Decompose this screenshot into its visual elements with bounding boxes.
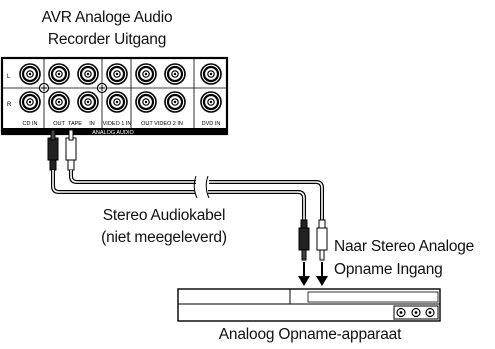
avr-title-line2: Recorder Uitgang bbox=[47, 31, 167, 48]
avr-rear-panel: ANALOG AUDIO L R CD IN OUT TAPE IN VIDEO… bbox=[0, 56, 229, 136]
down-arrow-icon bbox=[316, 262, 328, 286]
input-label-line1: Naar Stereo Analoge bbox=[334, 238, 475, 255]
plug-avr-right bbox=[65, 129, 77, 171]
jack-label-video1-in: VIDEO 1 IN bbox=[103, 121, 132, 127]
rca-jack bbox=[135, 91, 157, 113]
plug-avr-left bbox=[47, 129, 59, 171]
plug-recorder-right bbox=[316, 219, 328, 261]
rca-jack bbox=[200, 63, 222, 85]
cable-label-line2: (niet meegeleverd) bbox=[101, 229, 227, 246]
rca-jack bbox=[164, 63, 186, 85]
rca-jack bbox=[135, 63, 157, 85]
cable-label-line1: Stereo Audiokabel bbox=[102, 207, 226, 224]
ground-screw-icon bbox=[38, 82, 50, 94]
row-label-right: R bbox=[7, 102, 12, 108]
recorder-label: Analoog Opname-apparaat bbox=[218, 326, 402, 343]
rca-jack bbox=[164, 91, 186, 113]
rca-jack bbox=[106, 63, 128, 85]
jack-label-out: OUT bbox=[53, 121, 65, 127]
rca-jack bbox=[19, 91, 41, 113]
input-label-line2: Opname Ingang bbox=[334, 261, 443, 278]
row-label-left: L bbox=[7, 74, 11, 80]
recorder-jack bbox=[396, 307, 406, 318]
rca-jack bbox=[77, 63, 99, 85]
rca-jack bbox=[200, 91, 222, 113]
recorder-jack bbox=[425, 307, 435, 318]
stereo-audio-cable bbox=[47, 129, 328, 286]
rca-jack bbox=[77, 91, 99, 113]
analog-audio-bar-label: ANALOG AUDIO bbox=[92, 130, 134, 136]
rca-jack bbox=[48, 63, 70, 85]
jack-label-video2: OUT VIDEO 2 IN bbox=[141, 121, 183, 127]
avr-title-line1: AVR Analoge Audio bbox=[41, 9, 173, 26]
rca-jack bbox=[106, 91, 128, 113]
rca-jack bbox=[19, 63, 41, 85]
ground-screw-icon bbox=[96, 82, 108, 94]
rca-jacks bbox=[19, 63, 222, 113]
analog-recorder-device bbox=[177, 288, 441, 322]
jack-label-dvd-in: DVD IN bbox=[202, 121, 221, 127]
recorder-jack bbox=[411, 307, 421, 318]
rca-jack bbox=[48, 91, 70, 113]
jack-label-in: IN bbox=[89, 121, 95, 127]
jack-label-cd-in: CD IN bbox=[23, 121, 38, 127]
jack-label-tape: TAPE bbox=[68, 121, 82, 127]
analog-audio-bar bbox=[2, 128, 227, 135]
down-arrow-icon bbox=[298, 262, 310, 286]
plug-recorder-left bbox=[298, 219, 310, 261]
